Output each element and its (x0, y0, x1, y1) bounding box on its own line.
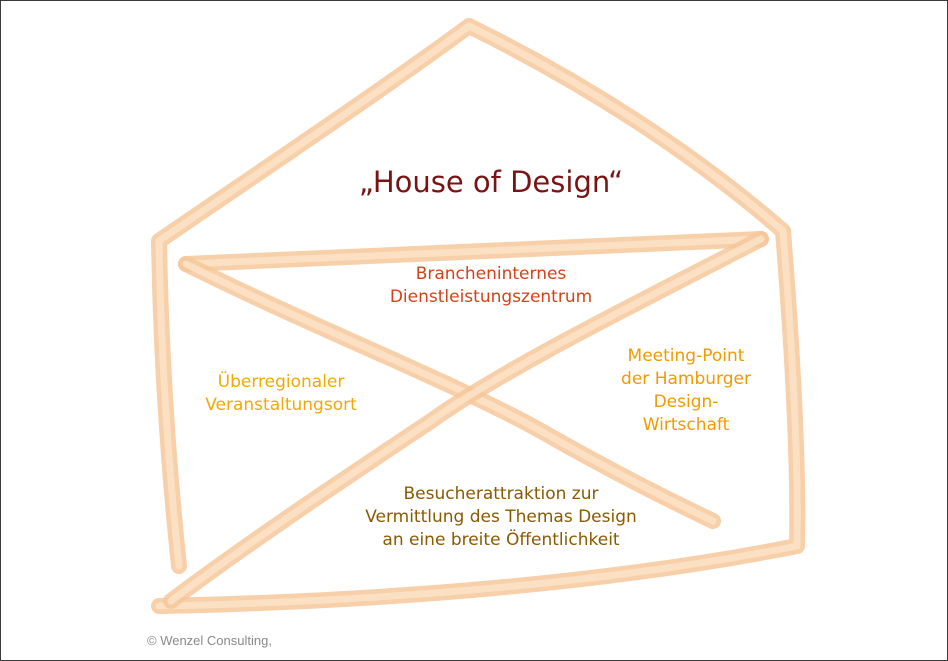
segment-right-line-1: Meeting-Point (627, 346, 745, 366)
segment-bottom-line-2: Vermittlung des Themas Design (365, 507, 637, 527)
copyright-footer: © Wenzel Consulting, (147, 633, 272, 648)
segment-bottom-label: Besucherattraktion zur Vermittlung des T… (301, 483, 701, 552)
segment-right-line-3: Design- (653, 392, 719, 412)
segment-right-line-4: Wirtschaft (642, 415, 730, 435)
flap-top-line-highlight (182, 235, 765, 268)
segment-bottom-line-1: Besucherattraktion zur (403, 484, 599, 504)
segment-top-line-1: Brancheninternes (415, 264, 567, 284)
segment-right-label: Meeting-Point der Hamburger Design- Wirt… (561, 345, 811, 437)
diagonal-left-to-right-highlight (182, 260, 717, 525)
house-outline-highlight (155, 22, 801, 610)
segment-left-line-2: Veranstaltungsort (205, 395, 357, 415)
segment-bottom-line-3: an eine breite Öffentlichkeit (382, 530, 620, 550)
segment-right-line-2: der Hamburger (621, 369, 751, 389)
segment-top-line-2: Dienstleistungszentrum (389, 287, 593, 307)
diagram-title: „House of Design“ (358, 165, 624, 199)
segment-top-label: Brancheninternes Dienstleistungszentrum (301, 263, 681, 309)
segment-left-label: Überregionaler Veranstaltungsort (161, 371, 401, 417)
diagonal-right-to-left-highlight (167, 235, 765, 605)
segment-left-line-1: Überregionaler (217, 372, 345, 392)
